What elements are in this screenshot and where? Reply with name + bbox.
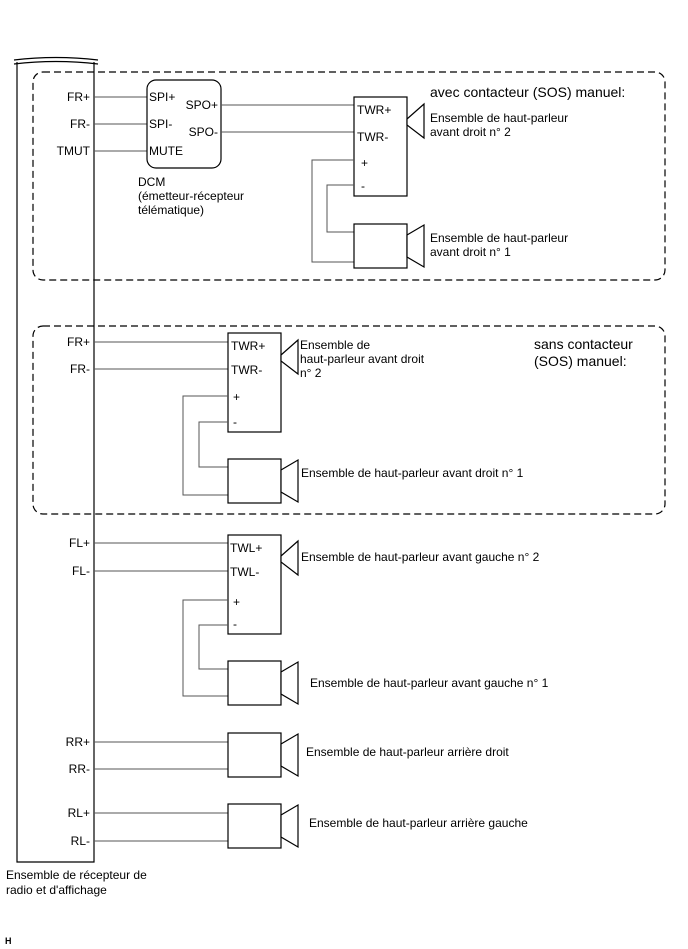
fr2-pin-twr-plus: TWR+ xyxy=(231,339,265,353)
group-without-sos-title-line1: sans contacteur xyxy=(534,336,633,352)
dcm-label-line1: DCM xyxy=(138,175,165,189)
fr2-sos-tweeter-box xyxy=(353,96,408,197)
fl2-pin-minus: - xyxy=(233,617,237,631)
rear-left-speaker: Ensemble de haut-parleur arrière gauche xyxy=(94,803,528,849)
fl2-speaker-icon xyxy=(280,539,299,577)
rear-right-speaker: Ensemble de haut-parleur arrière droit xyxy=(94,732,509,778)
fr2-label-line3: n° 2 xyxy=(300,366,322,380)
group-without-sos-title-line2: (SOS) manuel: xyxy=(534,353,627,369)
dcm-pin-spo-plus: SPO+ xyxy=(186,98,218,112)
radio-unit-label-line2: radio et d'affichage xyxy=(6,883,107,897)
fr2-pin-twr-minus: TWR- xyxy=(231,363,262,377)
fr2-speaker-icon xyxy=(280,338,299,376)
fl2-tweeter-box xyxy=(227,534,282,635)
fr2-sos-label-line2: avant droit n° 2 xyxy=(430,125,511,139)
radio-pins: FR+ FR- TMUT FR+ FR- FL+ FL- RR+ RR- RL+… xyxy=(57,90,91,848)
fr2-sos-pin-minus: - xyxy=(361,179,365,193)
pin-rr-plus: RR+ xyxy=(66,735,90,749)
fr2-label-line2: haut-parleur avant droit xyxy=(300,352,425,366)
rl-label: Ensemble de haut-parleur arrière gauche xyxy=(309,816,528,830)
fl2-pin-plus: + xyxy=(233,595,240,609)
fr2-sos-pin-twr-minus: TWR- xyxy=(357,130,388,144)
radio-unit: Ensemble de récepteur de radio et d'affi… xyxy=(6,56,147,897)
pin-rr-minus: RR- xyxy=(69,762,90,776)
pin-rl-minus: RL- xyxy=(71,834,90,848)
dcm-box xyxy=(146,79,222,169)
rr-label: Ensemble de haut-parleur arrière droit xyxy=(306,745,509,759)
dcm-pin-spo-minus: SPO- xyxy=(189,125,218,139)
group-with-sos-frame xyxy=(32,71,666,281)
fr2-sos-pin-twr-plus: TWR+ xyxy=(357,103,391,117)
front-left-speakers: TWL+ TWL- + - Ensemble de haut-parleur a… xyxy=(94,534,549,706)
pin-fl-minus: FL- xyxy=(72,564,90,578)
fr1-woofer-box xyxy=(227,458,282,504)
rl-speaker-icon xyxy=(280,803,299,849)
fl2-pin-twl-minus: TWL- xyxy=(230,565,259,579)
pin-fr-minus-2: FR- xyxy=(70,362,90,376)
dcm-pin-mute: MUTE xyxy=(149,144,183,158)
group-with-sos: avec contacteur (SOS) manuel: SPI+ SPI- … xyxy=(32,71,666,281)
group-without-sos: sans contacteur (SOS) manuel: TWR+ TWR- … xyxy=(32,325,666,515)
rl-speaker-box xyxy=(227,803,282,849)
fl1-speaker-icon xyxy=(280,660,299,706)
fr2-pin-plus: + xyxy=(233,390,240,404)
fr1-sos-speaker-icon xyxy=(406,223,425,269)
fr1-sos-woofer-box xyxy=(353,223,408,269)
pin-fr-minus-1: FR- xyxy=(70,117,90,131)
fr2-sos-speaker-icon xyxy=(406,102,425,140)
rr-speaker-box xyxy=(227,732,282,778)
fr1-speaker-icon xyxy=(280,458,299,504)
fr1-label: Ensemble de haut-parleur avant droit n° … xyxy=(301,466,524,480)
fl1-label: Ensemble de haut-parleur avant gauche n°… xyxy=(310,676,549,690)
fr1-sos-label-line1: Ensemble de haut-parleur xyxy=(430,231,568,245)
group-without-sos-frame xyxy=(32,325,666,515)
dcm-label-line2: (émetteur-récepteur xyxy=(138,189,244,203)
dcm-pin-spi-plus: SPI+ xyxy=(149,90,175,104)
fr2-sos-label-line1: Ensemble de haut-parleur xyxy=(430,111,568,125)
pin-fr-plus-2: FR+ xyxy=(67,335,90,349)
pin-fr-plus-1: FR+ xyxy=(67,90,90,104)
pin-tmut: TMUT xyxy=(57,144,91,158)
fl1-woofer-box xyxy=(227,660,282,706)
pin-fl-plus: FL+ xyxy=(69,536,90,550)
rr-speaker-icon xyxy=(280,732,299,778)
radio-unit-label-line1: Ensemble de récepteur de xyxy=(6,868,147,882)
dcm-pin-spi-minus: SPI- xyxy=(149,117,172,131)
footer-code: H xyxy=(5,936,12,946)
fl2-pin-twl-plus: TWL+ xyxy=(230,541,262,555)
group-with-sos-title: avec contacteur (SOS) manuel: xyxy=(430,84,625,100)
fr2-tweeter-box xyxy=(227,332,282,433)
fl2-label: Ensemble de haut-parleur avant gauche n°… xyxy=(301,550,540,564)
fr1-sos-label-line2: avant droit n° 1 xyxy=(430,245,511,259)
dcm-label-line3: télématique) xyxy=(138,203,204,217)
fr2-label-line1: Ensemble de xyxy=(300,338,370,352)
fr2-pin-minus: - xyxy=(233,415,237,429)
fr2-sos-pin-plus: + xyxy=(361,156,368,170)
pin-rl-plus: RL+ xyxy=(68,806,90,820)
